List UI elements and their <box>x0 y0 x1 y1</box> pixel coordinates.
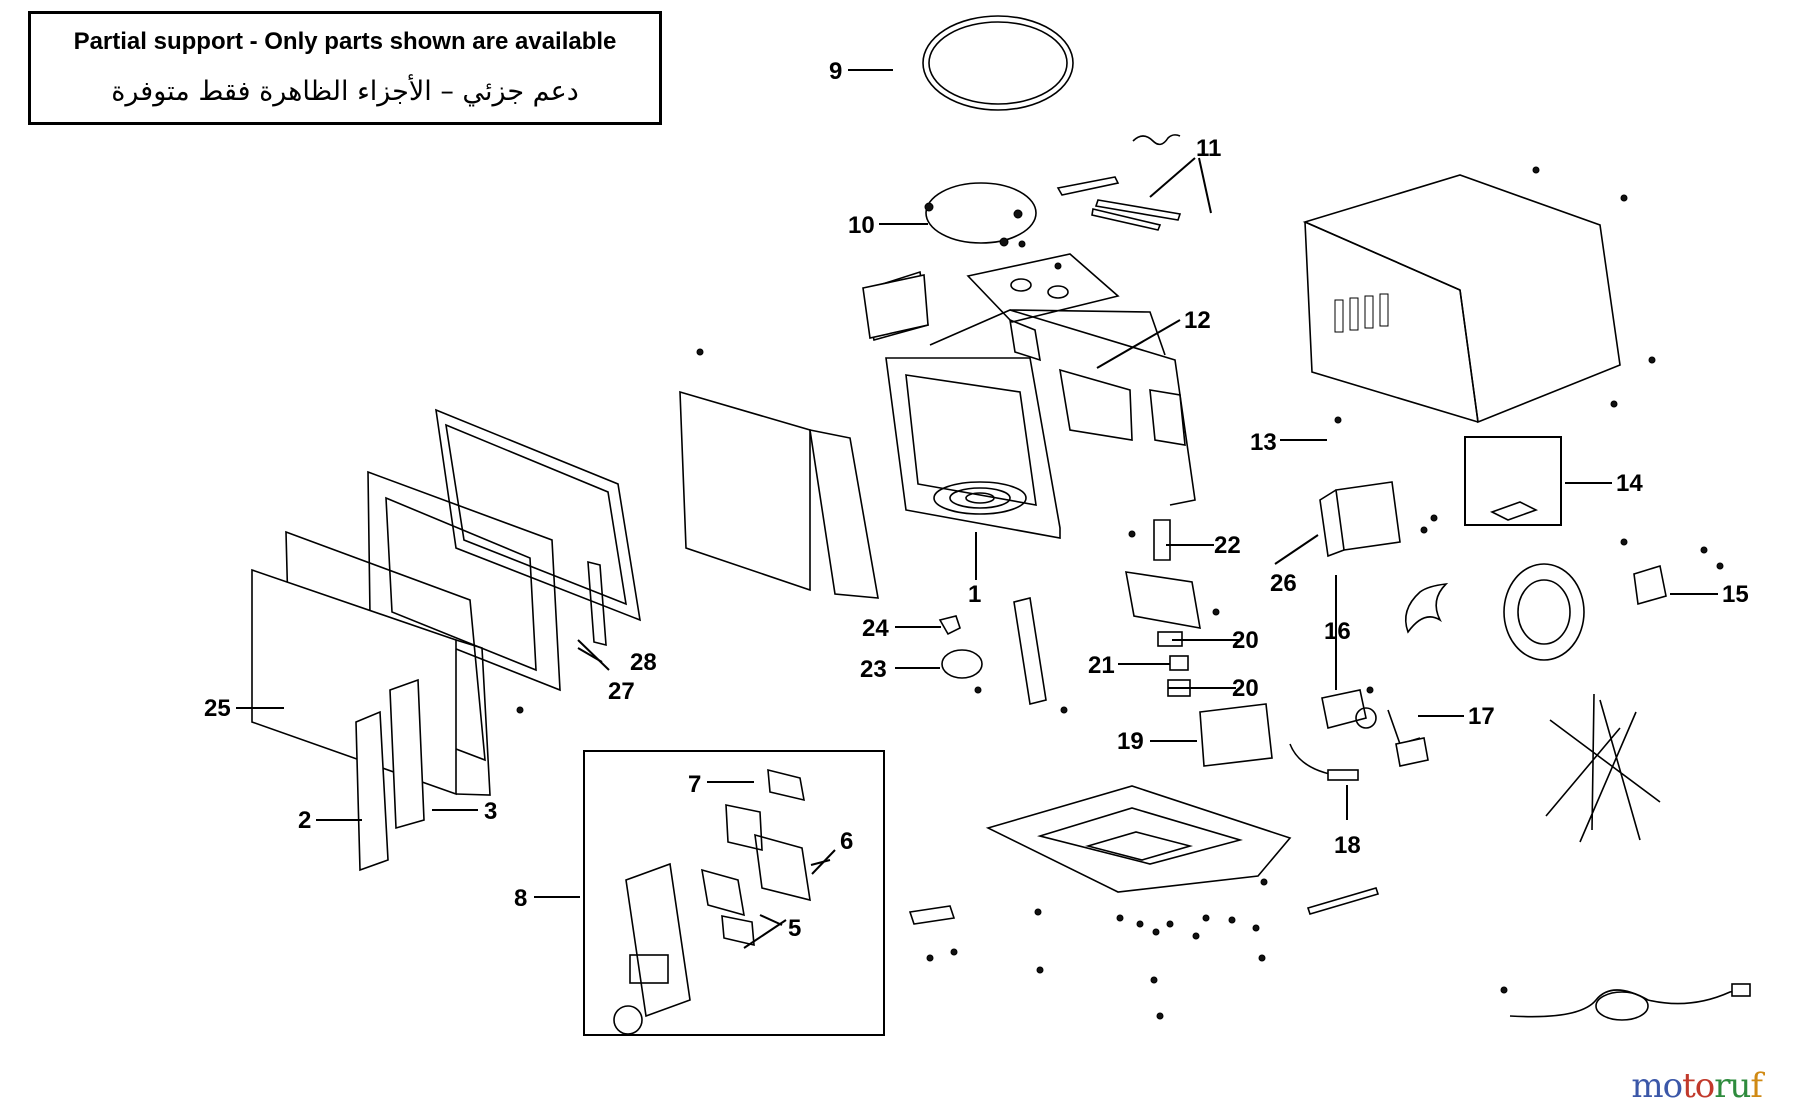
part-latch-board <box>1013 597 1047 705</box>
part-power-cord <box>1509 983 1751 1021</box>
callout-24: 24 <box>862 615 889 642</box>
part-bracket <box>908 905 956 925</box>
part-thermostat-inset <box>1464 436 1562 526</box>
part-turntable-ring <box>922 15 1074 111</box>
callout-27: 27 <box>608 678 635 705</box>
callout-6: 6 <box>840 828 853 855</box>
part-side-panel <box>679 390 879 599</box>
notice-arabic-text: دعم جزئي – الأجزاء الظاهرة فقط متوفرة <box>111 76 579 107</box>
callout-13: 13 <box>1250 429 1277 456</box>
part-high-voltage-transformer <box>1319 481 1401 558</box>
part-thermal-fuse-group <box>1125 519 1201 697</box>
callout-9: 9 <box>829 58 842 85</box>
callout-23: 23 <box>860 656 887 683</box>
part-base-plate <box>985 785 1292 893</box>
part-door-handle-trim <box>355 678 425 872</box>
callout-22: 22 <box>1214 532 1241 559</box>
part-fan-blade <box>1404 582 1449 634</box>
part-screws <box>516 166 1724 1020</box>
part-door-frame-choke <box>367 470 561 692</box>
part-roller-ring <box>924 182 1037 247</box>
callout-5: 5 <box>788 915 801 942</box>
callout-16: 16 <box>1324 618 1351 645</box>
watermark-part-3: ru <box>1714 1066 1751 1106</box>
watermark-part-1: mo <box>1631 1066 1683 1106</box>
part-control-panel-group <box>583 750 885 1036</box>
part-hv-capacitor <box>1321 689 1377 729</box>
part-mica-sheet <box>862 274 929 339</box>
watermark-part-4: f <box>1750 1066 1763 1106</box>
callout-15: 15 <box>1722 581 1749 608</box>
part-hv-diode <box>1289 709 1429 781</box>
callout-2: 2 <box>298 807 311 834</box>
callout-10: 10 <box>848 212 875 239</box>
callout-8: 8 <box>514 885 527 912</box>
part-choke-coil <box>1199 703 1273 767</box>
part-turntable-motor <box>938 615 983 679</box>
part-door-hook <box>587 560 607 647</box>
leader-lines <box>236 69 1718 949</box>
callout-18: 18 <box>1334 832 1361 859</box>
callout-11: 11 <box>1196 135 1221 162</box>
callout-19: 19 <box>1117 728 1144 755</box>
watermark-part-2: to <box>1682 1066 1715 1106</box>
part-outer-cabinet <box>1302 174 1621 424</box>
callout-7: 7 <box>688 771 701 798</box>
part-heater-elements <box>1056 134 1182 231</box>
callout-28: 28 <box>630 649 657 676</box>
part-support-rod <box>1306 887 1380 915</box>
callout-labels: 1 2 3 5 6 7 8 9 10 11 12 13 14 15 16 17 … <box>204 58 1749 942</box>
part-wire-harness <box>1545 693 1661 843</box>
callout-21: 21 <box>1088 652 1115 679</box>
callout-3: 3 <box>484 798 497 825</box>
callout-12: 12 <box>1184 307 1211 334</box>
callout-20-b: 20 <box>1232 675 1259 702</box>
part-fan-motor <box>1633 564 1667 606</box>
callout-26: 26 <box>1270 570 1297 597</box>
notice-english-text: Partial support - Only parts shown are a… <box>73 28 617 55</box>
callout-20-a: 20 <box>1232 627 1259 654</box>
callout-14: 14 <box>1616 470 1643 497</box>
part-oven-cavity <box>885 309 1196 539</box>
part-door-frame-inner <box>435 408 642 622</box>
watermark-logo: motoruf <box>1631 1066 1763 1106</box>
callout-25: 25 <box>204 695 231 722</box>
callout-1: 1 <box>968 581 981 608</box>
callout-17: 17 <box>1468 703 1495 730</box>
partial-support-notice: Partial support - Only parts shown are a… <box>28 11 662 125</box>
part-fan-motor-housing <box>1503 563 1585 661</box>
